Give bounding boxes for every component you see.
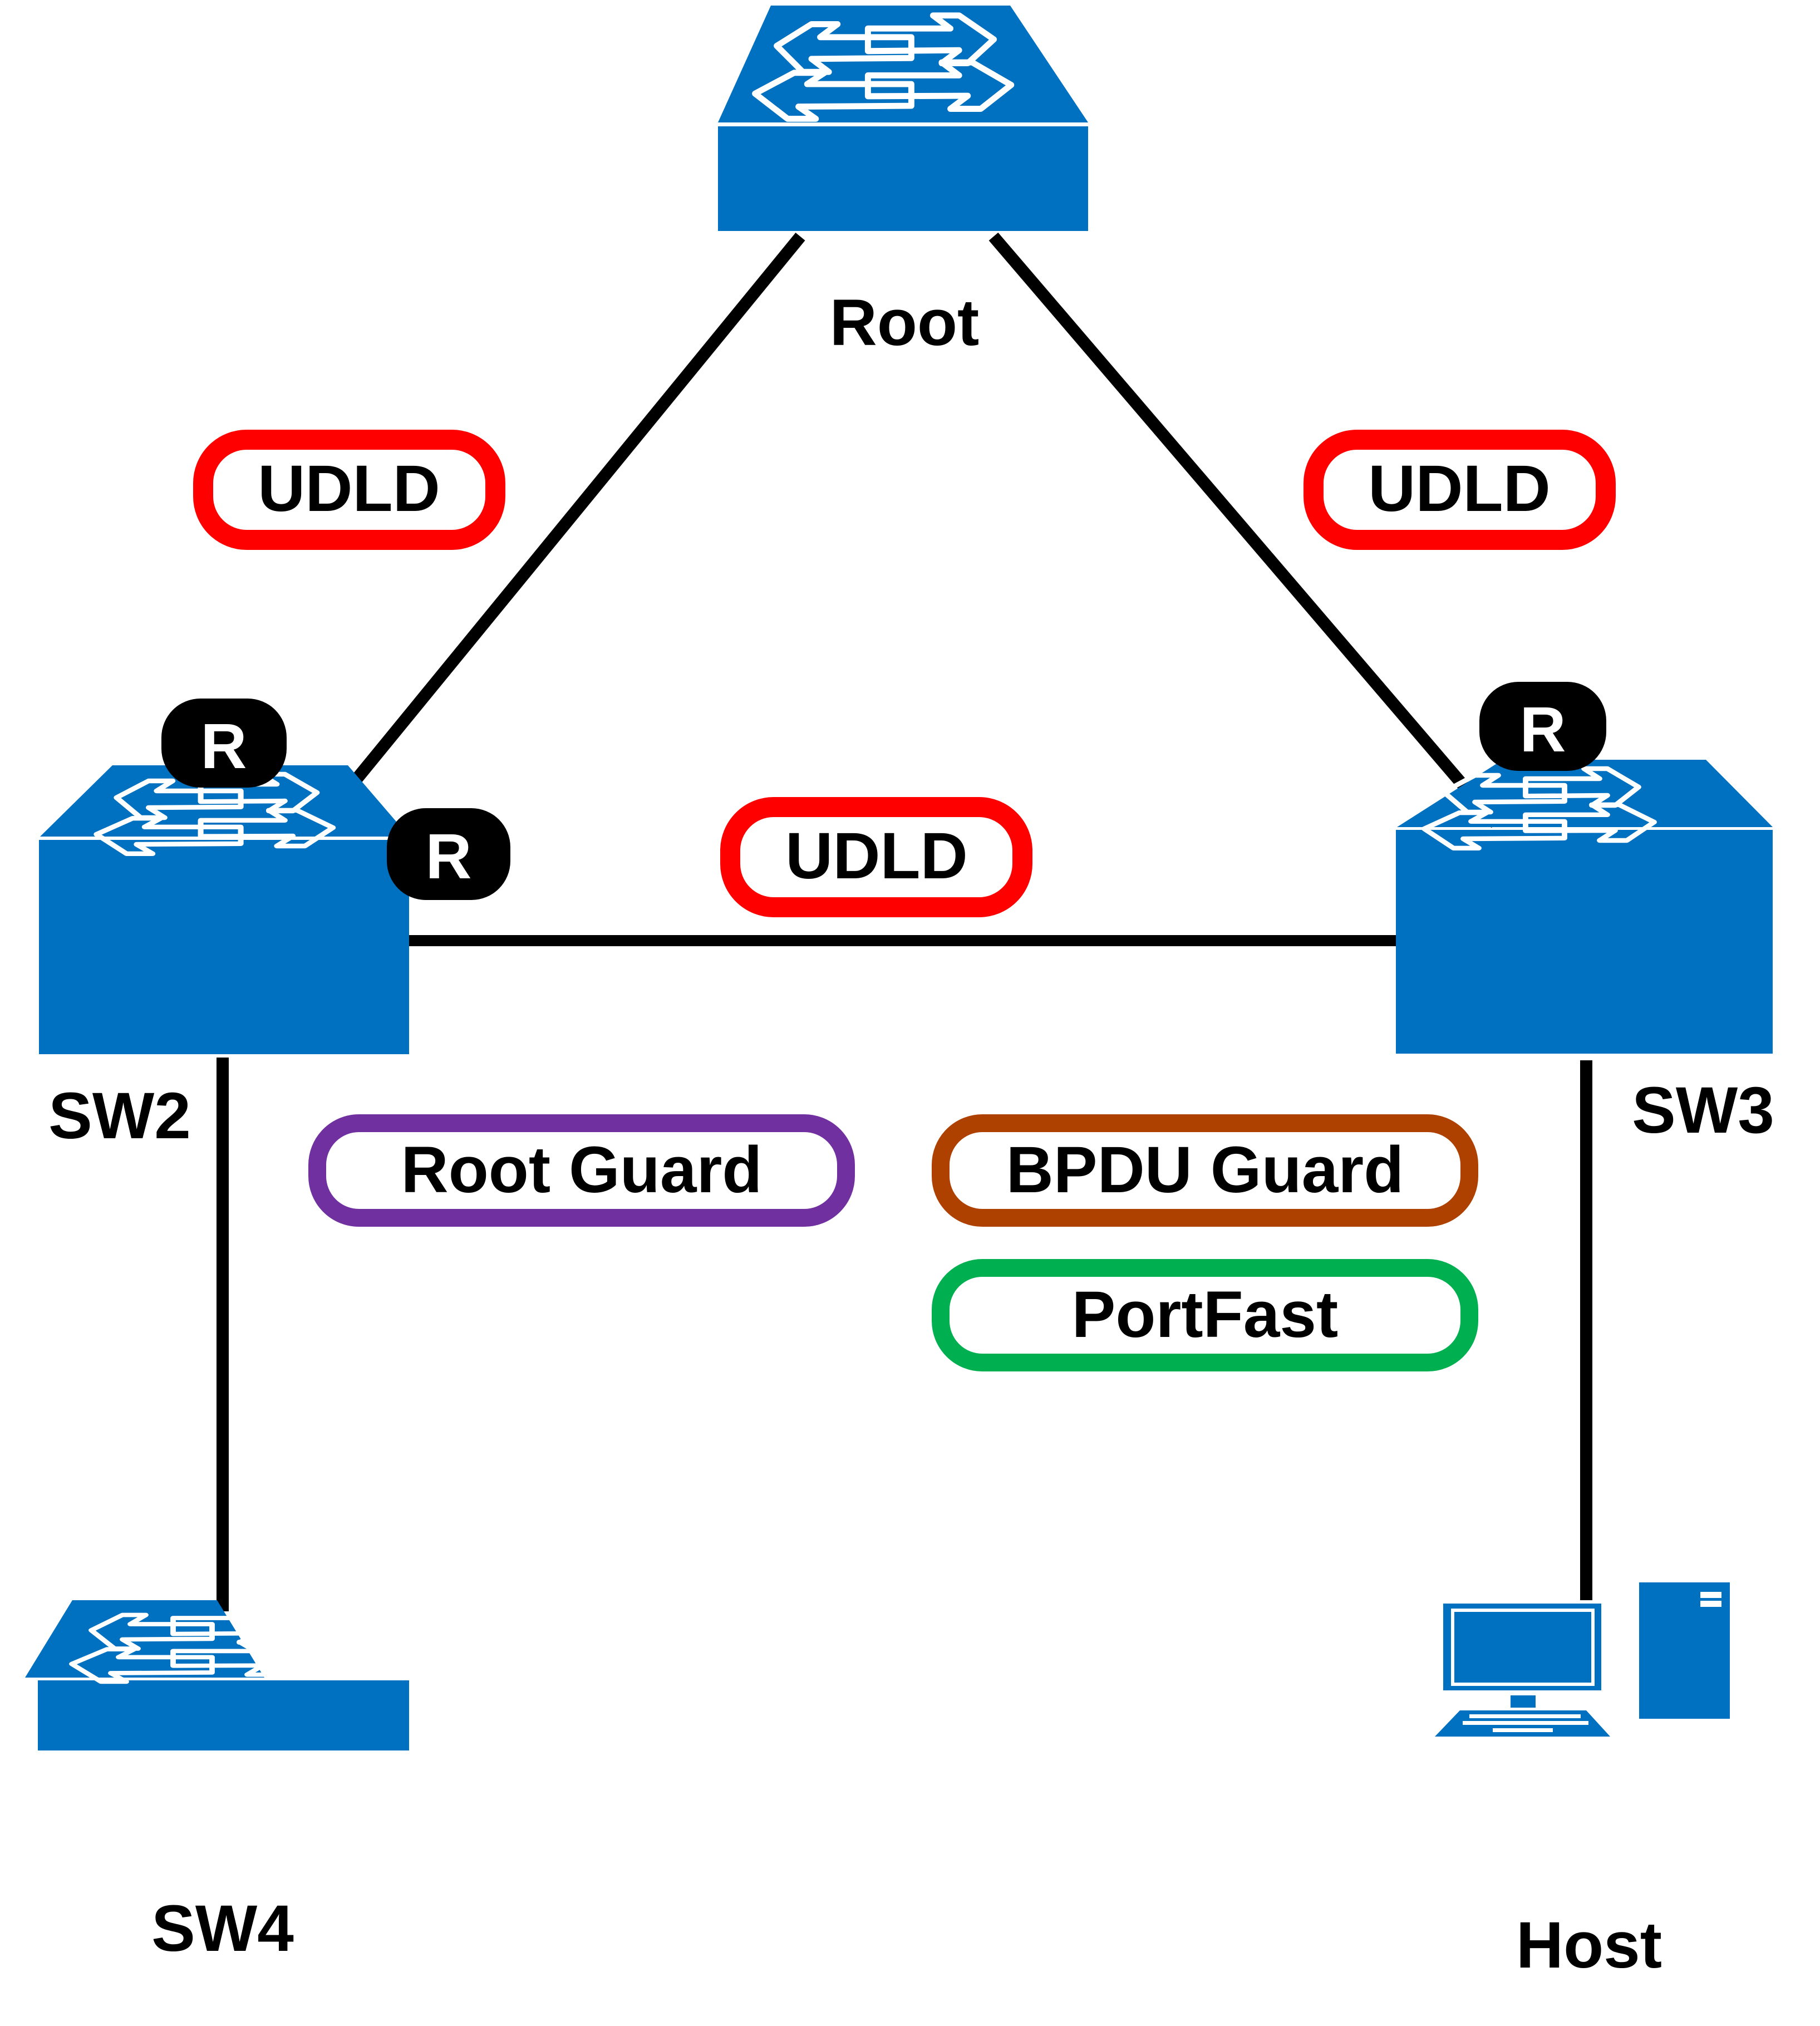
root-port-badge-sw3: R	[1479, 682, 1606, 771]
root-label: Root	[830, 286, 980, 360]
root-switch-icon[interactable]	[718, 6, 1088, 231]
root-port-badge-sw2-side: R	[387, 808, 510, 900]
sw2-label: SW2	[48, 1079, 191, 1153]
udld-right-text: UDLD	[1368, 452, 1551, 525]
host-pc-icon[interactable]	[1435, 1582, 1730, 1737]
link-root-sw3	[988, 232, 1501, 828]
udld-left-text: UDLD	[258, 452, 440, 525]
udld-pill-middle: UDLD	[720, 797, 1032, 917]
host-label: Host	[1516, 1909, 1662, 1982]
root-guard-text: Root Guard	[401, 1133, 763, 1207]
badge-letter: R	[200, 711, 247, 782]
sw2-switch-icon[interactable]	[39, 765, 409, 1054]
udld-pill-left: UDLD	[193, 430, 505, 550]
link-root-sw2	[315, 233, 805, 828]
root-guard-pill: Root Guard	[308, 1114, 855, 1227]
root-port-badge-sw2-up: R	[161, 699, 287, 788]
bpdu-guard-pill: BPDU Guard	[932, 1114, 1478, 1227]
bpdu-guard-text: BPDU Guard	[1006, 1133, 1404, 1207]
portfast-pill: PortFast	[932, 1259, 1478, 1371]
udld-pill-right: UDLD	[1303, 430, 1616, 550]
sw3-label: SW3	[1632, 1074, 1774, 1147]
sw3-switch-icon[interactable]	[1396, 760, 1773, 1054]
badge-letter: R	[1519, 694, 1566, 765]
udld-middle-text: UDLD	[785, 819, 968, 893]
sw4-label: SW4	[151, 1892, 294, 1965]
portfast-text: PortFast	[1072, 1278, 1339, 1351]
badge-letter: R	[425, 821, 471, 892]
sw4-switch-icon[interactable]	[25, 1600, 409, 1750]
